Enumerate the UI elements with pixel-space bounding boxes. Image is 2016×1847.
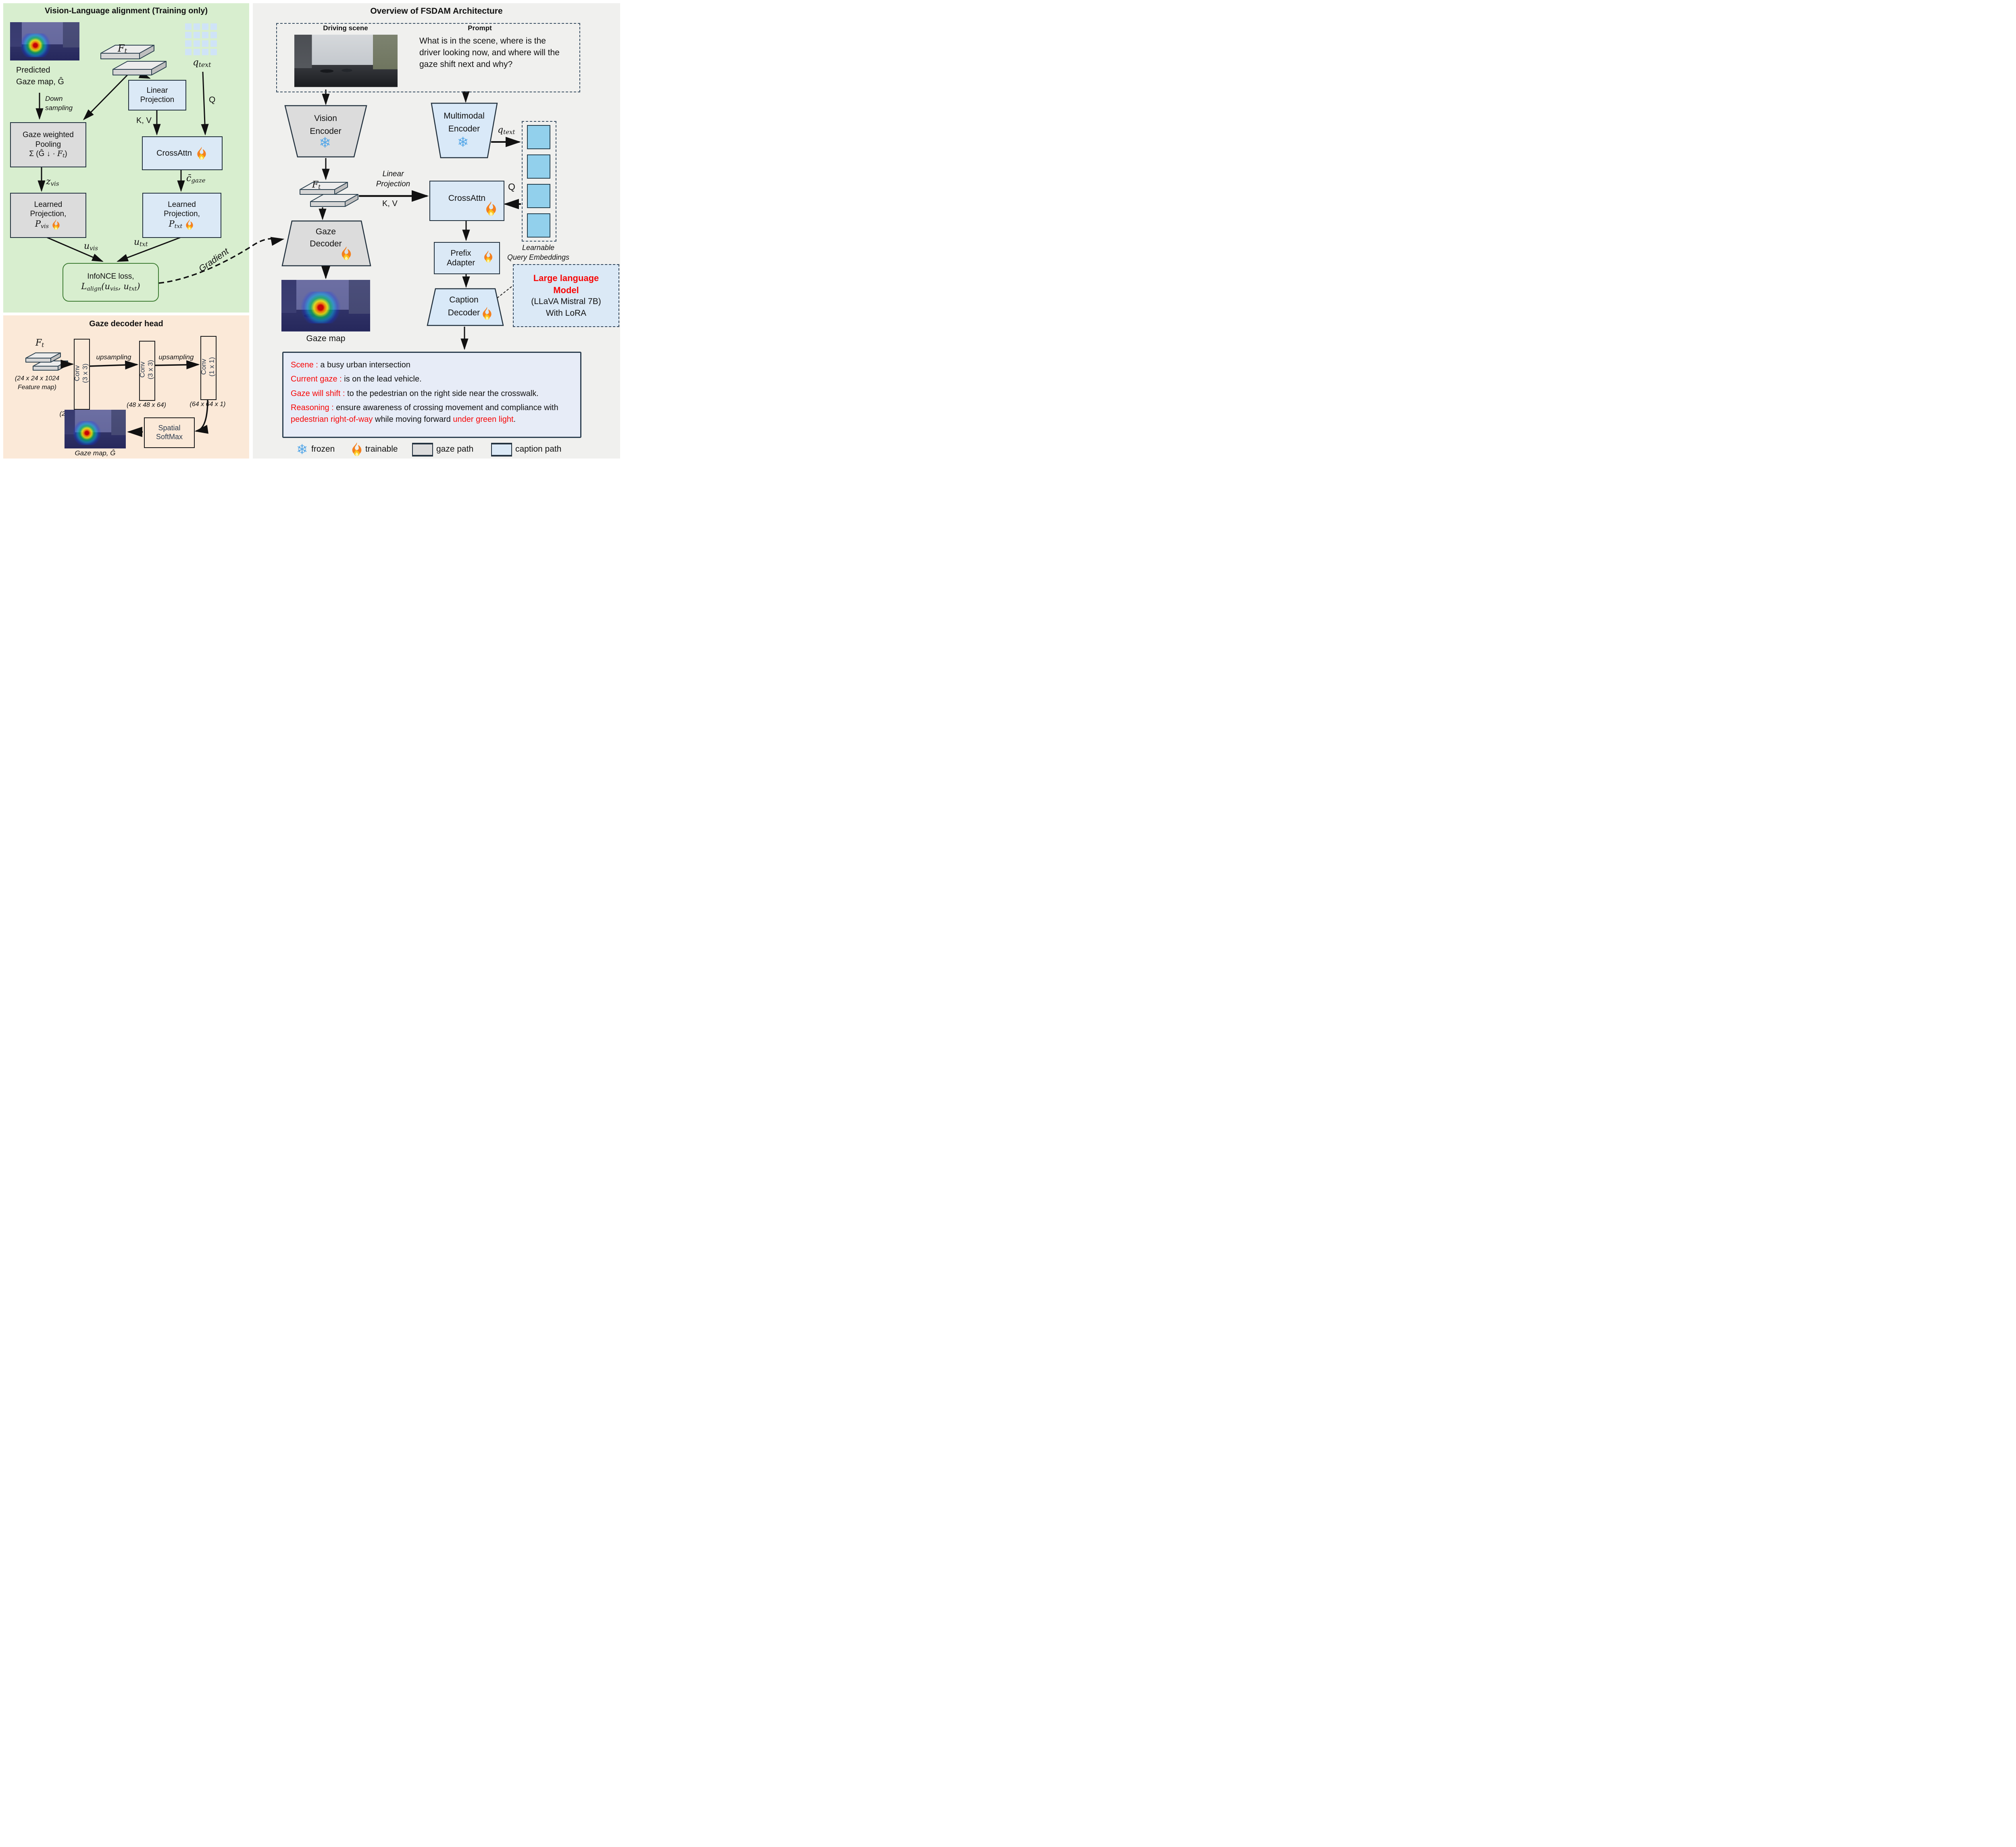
conv1-box bbox=[74, 339, 90, 410]
multimodal-encoder-label: Multimodal Encoder bbox=[444, 111, 485, 133]
linear-projection-box-green: Linear Projection bbox=[128, 80, 186, 110]
flame-icon bbox=[352, 442, 362, 456]
ft-label-green: Ft bbox=[118, 43, 127, 55]
qtext-label-green: qtext bbox=[193, 57, 211, 69]
llm-box: Large language Model (LLaVA Mistral 7B) … bbox=[513, 264, 619, 327]
gaze-weighted-pooling-box: Gaze weighted Pooling Σ (Ĝ ↓ · Ft) bbox=[10, 122, 86, 167]
conv3-dims: (64 x 64 x 1) bbox=[190, 401, 226, 408]
infonce-loss-box: InfoNCE loss, Lalign(uvis, utxt) bbox=[62, 263, 159, 302]
conv2-box bbox=[139, 341, 155, 401]
legend-frozen-label: frozen bbox=[311, 444, 335, 454]
query-embedding-token bbox=[527, 184, 550, 208]
legend-gaze-path-label: gaze path bbox=[436, 444, 474, 454]
down-sampling-label: Down sampling bbox=[45, 95, 73, 112]
legend-trainable-label: trainable bbox=[365, 444, 398, 454]
feature-map-label: (24 x 24 x 1024 Feature map) bbox=[15, 375, 60, 391]
gaze-map-label-right: Gaze map bbox=[306, 334, 346, 343]
flame-icon bbox=[483, 307, 492, 320]
legend-caption-path-swatch bbox=[491, 443, 512, 457]
legend-gaze-path-swatch bbox=[412, 443, 433, 457]
output-line-scene: Scene : a busy urban intersection bbox=[291, 361, 410, 369]
utxt-label: utxt bbox=[134, 237, 148, 248]
kv-label-right: K, V bbox=[382, 199, 398, 208]
input-prompt-box bbox=[276, 23, 580, 92]
conv2-label: Conv(3 x 3) bbox=[138, 360, 154, 379]
learnable-queries-label: Learnable Query Embeddings bbox=[507, 244, 570, 262]
gaze-map-image-right bbox=[281, 280, 370, 331]
gaze-map-image-orange bbox=[65, 410, 126, 448]
predicted-gaze-map-image bbox=[10, 22, 79, 60]
conv1-label: Conv(3 x 3) bbox=[73, 363, 89, 383]
flame-icon bbox=[186, 219, 194, 230]
qtext-label-right: qtext bbox=[498, 125, 515, 136]
panel-gaze-decoder-head bbox=[3, 315, 249, 459]
driving-scene-image bbox=[294, 35, 398, 87]
vision-encoder-label: Vision Encoder bbox=[310, 114, 342, 136]
flame-icon bbox=[197, 147, 206, 160]
flame-icon bbox=[52, 219, 60, 230]
prompt-label: Prompt bbox=[468, 24, 492, 32]
flame-icon bbox=[486, 201, 496, 216]
conv3-box bbox=[200, 336, 217, 400]
snowflake-icon: ❄ bbox=[319, 134, 331, 151]
crossattn-box-green: CrossAttn bbox=[142, 136, 223, 170]
gaze-map-label-orange: Gaze map, Ĝ bbox=[75, 449, 116, 457]
output-line-current-gaze: Current gaze : is on the lead vehicle. bbox=[291, 375, 422, 384]
ft-label-right: Ft bbox=[312, 180, 321, 191]
caption-output-box: Scene : a busy urban intersection Curren… bbox=[282, 352, 581, 438]
zvis-label: zvis bbox=[46, 177, 59, 188]
learned-projection-pvis-box: Learned Projection, Pvis bbox=[10, 193, 86, 238]
learned-projection-ptxt-box: Learned Projection, Ptxt bbox=[142, 193, 221, 238]
linear-projection-label-right: Linear Projection bbox=[376, 170, 410, 188]
cgaze-label: c̄gaze bbox=[186, 173, 206, 184]
query-embedding-token bbox=[527, 154, 550, 179]
figure-canvas: Vision-Language alignment (Training only… bbox=[0, 0, 621, 462]
flame-icon bbox=[342, 246, 351, 260]
uvis-label: uvis bbox=[84, 241, 98, 252]
q-label-right: Q bbox=[508, 181, 515, 192]
prompt-text: What is in the scene, where is the drive… bbox=[419, 36, 560, 69]
legend-caption-path-label: caption path bbox=[515, 444, 562, 454]
ft-label-orange: Ft bbox=[35, 338, 44, 349]
query-embedding-token bbox=[527, 213, 550, 238]
query-embedding-token bbox=[527, 125, 550, 149]
conv3-label: Conv(1 x 1) bbox=[200, 357, 215, 377]
upsampling-label-2: upsampling bbox=[158, 353, 194, 361]
predicted-gaze-map-label: Predicted Gaze map, Ĝ bbox=[16, 66, 64, 86]
spatial-softmax-box: Spatial SoftMax bbox=[144, 417, 195, 448]
upsampling-label-1: upsampling bbox=[96, 353, 131, 361]
output-line-reasoning: Reasoning : ensure awareness of crossing… bbox=[291, 403, 558, 424]
orange-panel-title: Gaze decoder head bbox=[89, 319, 163, 328]
conv2-dims: (48 x 48 x 64) bbox=[127, 402, 166, 409]
green-panel-title: Vision-Language alignment (Training only… bbox=[44, 6, 208, 15]
kv-label-green: K, V bbox=[136, 116, 152, 125]
output-line-gaze-shift: Gaze will shift : to the pedestrian on t… bbox=[291, 389, 539, 398]
right-panel-title: Overview of FSDAM Architecture bbox=[370, 6, 503, 16]
snowflake-icon: ❄ bbox=[457, 135, 469, 150]
snowflake-icon: ❄ bbox=[296, 442, 308, 457]
learnable-queries-box bbox=[522, 121, 556, 242]
flame-icon bbox=[484, 250, 492, 263]
driving-scene-label: Driving scene bbox=[323, 24, 368, 32]
q-label-green: Q bbox=[209, 95, 216, 104]
